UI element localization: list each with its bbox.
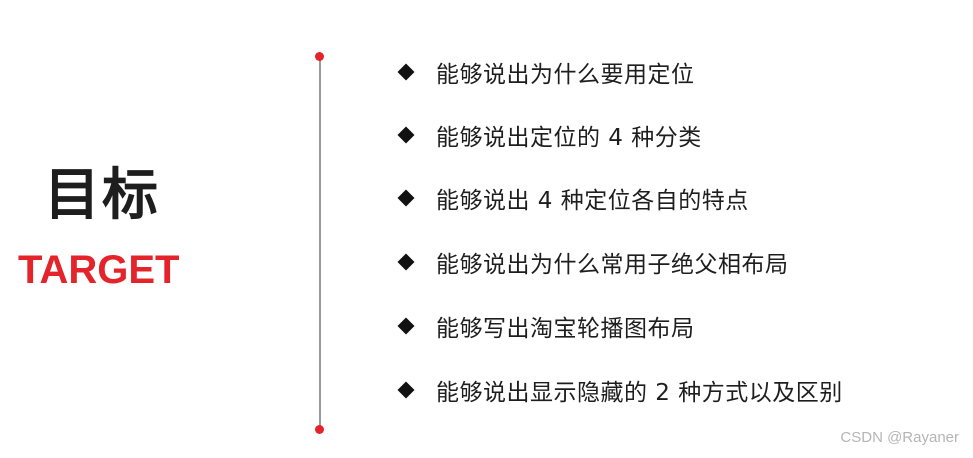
diamond-bullet-icon bbox=[397, 63, 415, 81]
list-item-text: 能够写出淘宝轮播图布局 bbox=[436, 316, 695, 342]
list-item-text: 能够说出定位的 4 种分类 bbox=[436, 125, 702, 151]
title-chinese: 目标 bbox=[44, 163, 160, 228]
diamond-bullet-icon bbox=[397, 189, 415, 207]
list-item-text: 能够说出为什么要用定位 bbox=[436, 62, 695, 88]
diamond-bullet-icon bbox=[397, 126, 415, 144]
list-item: 能够说出为什么常用子绝父相布局 bbox=[396, 244, 789, 280]
diamond-bullet-icon bbox=[397, 253, 415, 271]
diamond-bullet-icon bbox=[397, 317, 415, 335]
list-item-text: 能够说出为什么常用子绝父相布局 bbox=[436, 252, 789, 278]
list-item: 能够写出淘宝轮播图布局 bbox=[396, 308, 695, 344]
divider-top-dot bbox=[315, 52, 324, 61]
list-item: 能够说出显示隐藏的 2 种方式以及区别 bbox=[396, 372, 843, 408]
diamond-bullet-icon bbox=[397, 381, 415, 399]
list-item: 能够说出 4 种定位各自的特点 bbox=[396, 180, 749, 216]
list-item: 能够说出为什么要用定位 bbox=[396, 54, 695, 90]
watermark: CSDN @Rayaner bbox=[840, 429, 959, 446]
list-item-text: 能够说出显示隐藏的 2 种方式以及区别 bbox=[436, 380, 843, 406]
list-item: 能够说出定位的 4 种分类 bbox=[396, 117, 702, 153]
vertical-divider bbox=[319, 57, 321, 430]
divider-bottom-dot bbox=[315, 425, 324, 434]
title-english: TARGET bbox=[18, 248, 180, 292]
list-item-text: 能够说出 4 种定位各自的特点 bbox=[436, 188, 749, 214]
